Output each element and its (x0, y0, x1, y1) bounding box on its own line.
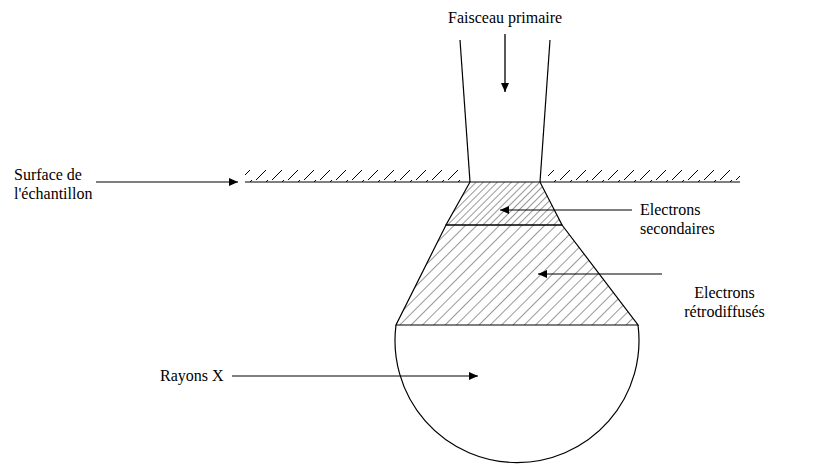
surface-label: Surface de l'échantillon (14, 165, 134, 203)
backscatter-zone (396, 225, 638, 325)
leader-arrow (96, 181, 238, 182)
sample-surface (245, 181, 470, 182)
sample-surface (540, 181, 740, 182)
beam-arrow (504, 34, 505, 92)
leader-arrow (538, 273, 662, 274)
beam-edge (460, 40, 470, 182)
zone-label: Electrons secondaires (640, 200, 750, 238)
secondary-zone (446, 182, 562, 225)
surface-hatching (548, 170, 740, 182)
zone-label: Electrons rétrodiffusés (662, 283, 787, 321)
beam-label: Faisceau primaire (448, 8, 562, 27)
zone-label: Rayons X (160, 366, 224, 385)
surface-hatching (245, 170, 463, 182)
xray-zone (395, 325, 639, 463)
beam-edge (540, 40, 550, 182)
leader-arrow (500, 209, 632, 210)
leader-arrow (232, 375, 478, 376)
